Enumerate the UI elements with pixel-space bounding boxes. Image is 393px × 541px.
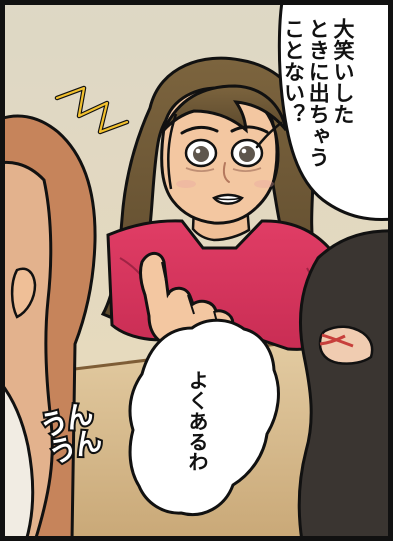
speech-bubble-top — [277, 0, 393, 221]
speech-bubble-top-text: 大笑いした ときに出ちゃう ことない？ — [281, 18, 355, 168]
right-figure-hair — [297, 229, 393, 541]
speech-bubble-bottom-text: よくあるわ — [185, 370, 209, 472]
speech-bubble-bottom — [128, 318, 280, 516]
